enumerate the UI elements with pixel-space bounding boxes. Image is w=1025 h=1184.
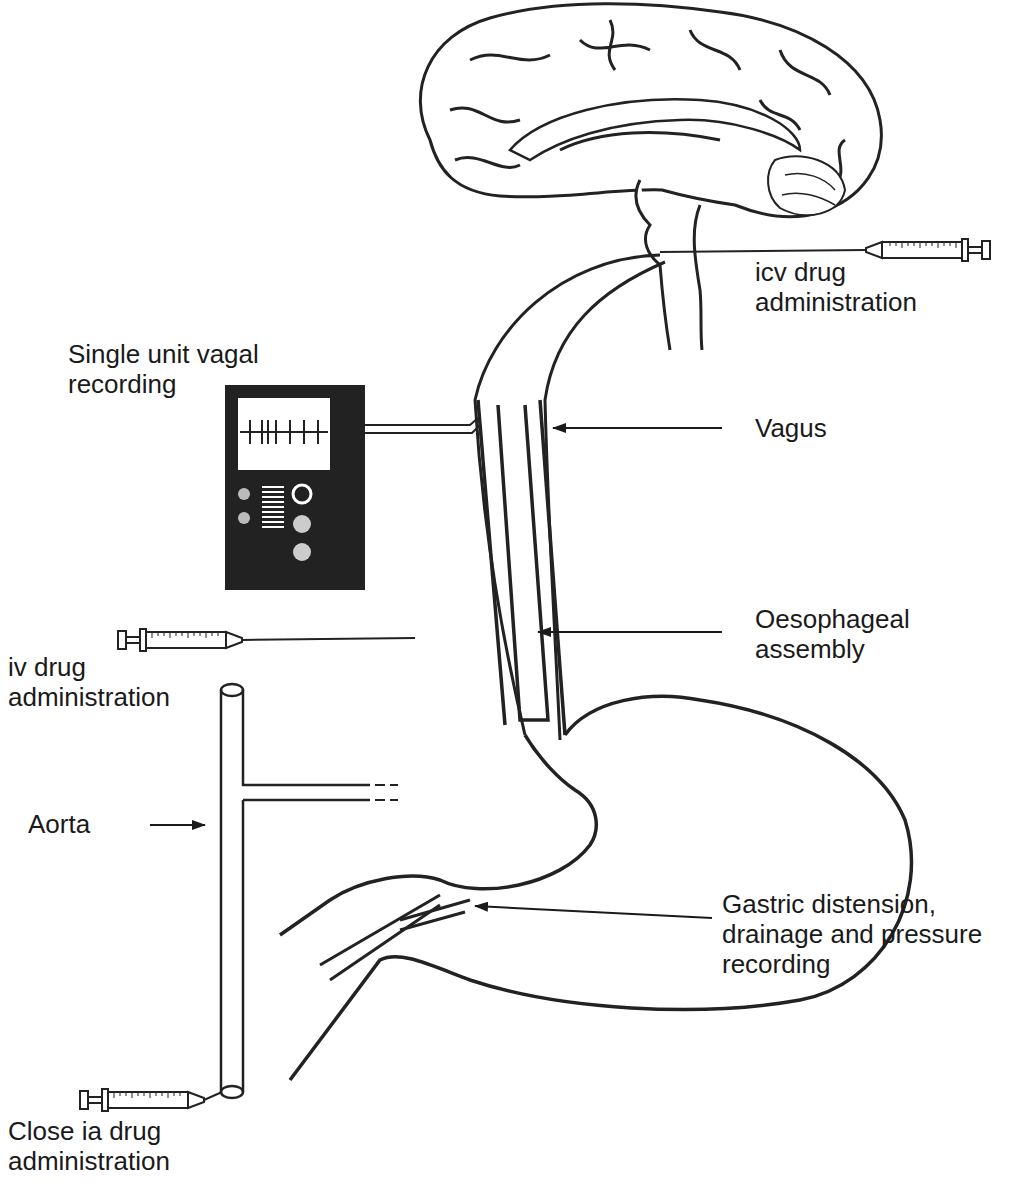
oesophagus [478, 400, 565, 735]
syringe [80, 1089, 222, 1111]
gastric-catheter [400, 900, 470, 930]
recording-device [225, 385, 480, 590]
leader-arrow [150, 428, 722, 918]
text-label: Vagus [755, 414, 955, 444]
text-label: Oesophageal assembly [755, 605, 975, 665]
text-label: Single unit vagal recording [68, 340, 313, 400]
syringe [118, 629, 415, 651]
text-label: Aorta [28, 810, 138, 840]
duodenum-tube [320, 895, 440, 980]
stomach [280, 696, 911, 1080]
aorta [221, 684, 398, 1098]
text-label: Close ia drug administration [8, 1117, 218, 1177]
vagus-nerve [475, 255, 665, 740]
text-label: iv drug administration [8, 653, 213, 713]
text-label: icv drug administration [755, 258, 975, 318]
text-label: Gastric distension, drainage and pressur… [722, 890, 992, 980]
